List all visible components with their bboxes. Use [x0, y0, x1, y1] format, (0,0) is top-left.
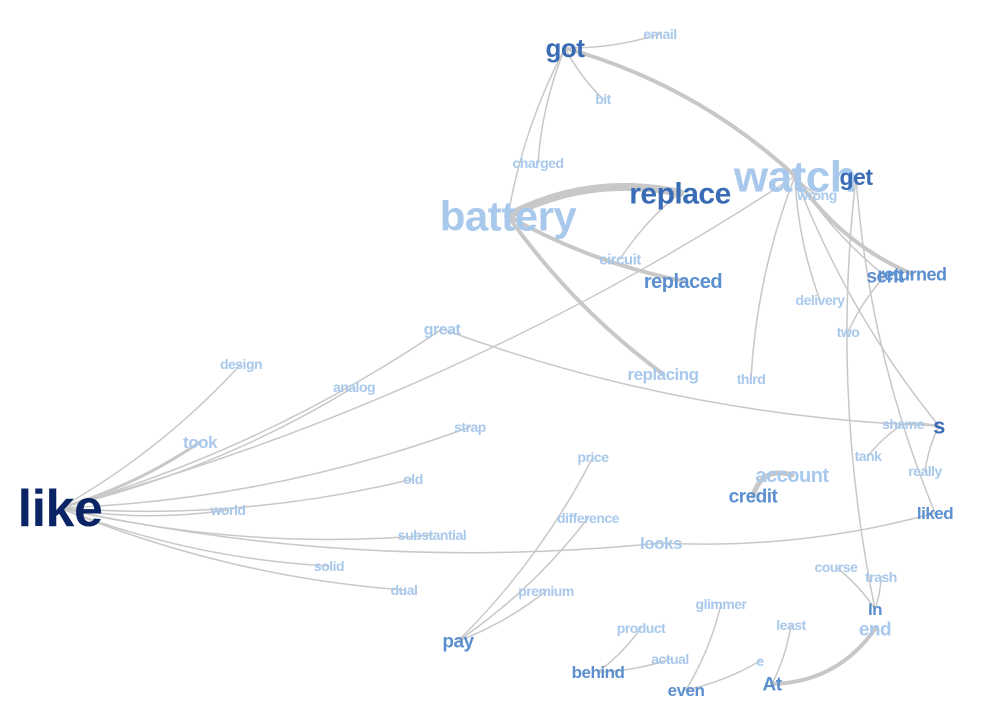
word-difference: difference	[557, 510, 620, 526]
edge-account-credit	[750, 470, 795, 499]
word-shame: shame	[882, 416, 925, 432]
edge-like-substantial	[59, 507, 433, 541]
word-charged: charged	[513, 155, 564, 171]
edge-like-old	[59, 478, 414, 513]
word-behind: behind	[572, 663, 625, 682]
edge-got-watch	[563, 46, 797, 178]
word-old: old	[403, 471, 423, 487]
word-least: least	[776, 617, 806, 633]
word-circuit: circuit	[599, 251, 641, 268]
word-actual: actual	[651, 651, 688, 667]
word-got: got	[546, 33, 586, 63]
edge-like-world	[59, 507, 229, 517]
edge-s-shame	[902, 422, 940, 427]
word-world: world	[210, 502, 246, 518]
word-end: end	[859, 620, 891, 641]
edge-in-trash	[874, 576, 882, 610]
word-glimmer: glimmer	[696, 596, 748, 612]
edge-got-charged	[537, 47, 566, 164]
word-took: took	[183, 433, 218, 452]
edge-sent-two	[847, 275, 886, 333]
word-looks: looks	[640, 534, 682, 553]
word-replaced: replaced	[644, 271, 722, 293]
word-third: third	[737, 371, 766, 387]
word-account: account	[755, 465, 829, 487]
word-product: product	[617, 620, 666, 636]
edge-layer	[58, 33, 940, 691]
edge-like-looks	[59, 507, 662, 554]
word-analog: analog	[333, 379, 375, 395]
edge-watch-sent	[794, 175, 886, 277]
word-delivery: delivery	[796, 292, 846, 308]
edge-at-least	[771, 624, 792, 685]
word-get: get	[840, 164, 874, 190]
edge-like-great	[59, 328, 443, 509]
word-returned: returned	[877, 264, 946, 284]
word-at: At	[762, 675, 782, 696]
word-design: design	[220, 356, 262, 372]
word-replacing: replacing	[627, 365, 698, 384]
edge-at-end	[770, 627, 877, 686]
word-great: great	[424, 322, 462, 339]
edge-battery-replace	[504, 182, 684, 220]
edge-got-bit	[564, 47, 604, 100]
word-like: like	[18, 480, 103, 538]
edge-behind-product	[597, 627, 642, 673]
edge-replace-circuit	[619, 192, 681, 260]
edge-like-analog	[59, 386, 355, 509]
edge-pay-premium	[457, 590, 547, 642]
edge-like-solid	[59, 507, 330, 567]
edge-get-liked	[855, 176, 936, 514]
edge-like-watch	[59, 175, 796, 509]
edge-like-strap	[59, 426, 471, 509]
edge-behind-actual	[597, 658, 671, 673]
edge-pay-difference	[457, 517, 589, 642]
edge-looks-liked	[660, 512, 936, 545]
word-two: two	[837, 324, 860, 340]
edge-even-e	[685, 660, 761, 691]
word-s: s	[933, 414, 945, 439]
word-substantial: substantial	[398, 527, 466, 543]
edge-like-design	[59, 363, 242, 509]
word-solid: solid	[314, 558, 344, 574]
word-wrong: wrong	[796, 187, 837, 203]
edge-battery-replacing	[506, 214, 665, 376]
word-really: really	[908, 463, 942, 479]
word-email: email	[643, 26, 676, 42]
word-pay: pay	[442, 632, 474, 653]
edge-battery-replaced	[506, 214, 685, 283]
edge-great-s	[441, 328, 940, 427]
edge-watch-third	[750, 175, 796, 380]
edge-got-email	[564, 33, 661, 49]
word-price: price	[578, 449, 610, 465]
word-credit: credit	[729, 487, 779, 508]
word-bit: bit	[595, 91, 611, 107]
word-premium: premium	[518, 583, 574, 599]
word-liked: liked	[917, 504, 953, 523]
word-replace: replace	[629, 178, 731, 211]
word-e: e	[756, 653, 764, 669]
word-sent: sent	[866, 267, 904, 288]
word-course: course	[815, 559, 859, 575]
edge-watch-delivery	[794, 175, 821, 301]
edge-s-really	[924, 425, 940, 472]
word-tank: tank	[855, 448, 883, 464]
edge-shame-tank	[867, 423, 904, 457]
edge-pay-price	[457, 456, 594, 642]
word-battery: battery	[440, 193, 578, 240]
word-watch: watch	[733, 152, 856, 201]
edge-in-course	[835, 566, 876, 610]
edge-watch-s	[794, 175, 940, 427]
word-dual: dual	[391, 582, 418, 598]
word-even: even	[668, 681, 705, 700]
edge-even-glimmer	[685, 603, 722, 691]
edge-get-in	[846, 176, 876, 610]
word-in: In	[868, 600, 882, 619]
edge-like-dual	[59, 507, 405, 591]
edge-got-battery	[507, 47, 566, 217]
word-trash: trash	[865, 569, 897, 585]
word-strap: strap	[454, 419, 486, 435]
